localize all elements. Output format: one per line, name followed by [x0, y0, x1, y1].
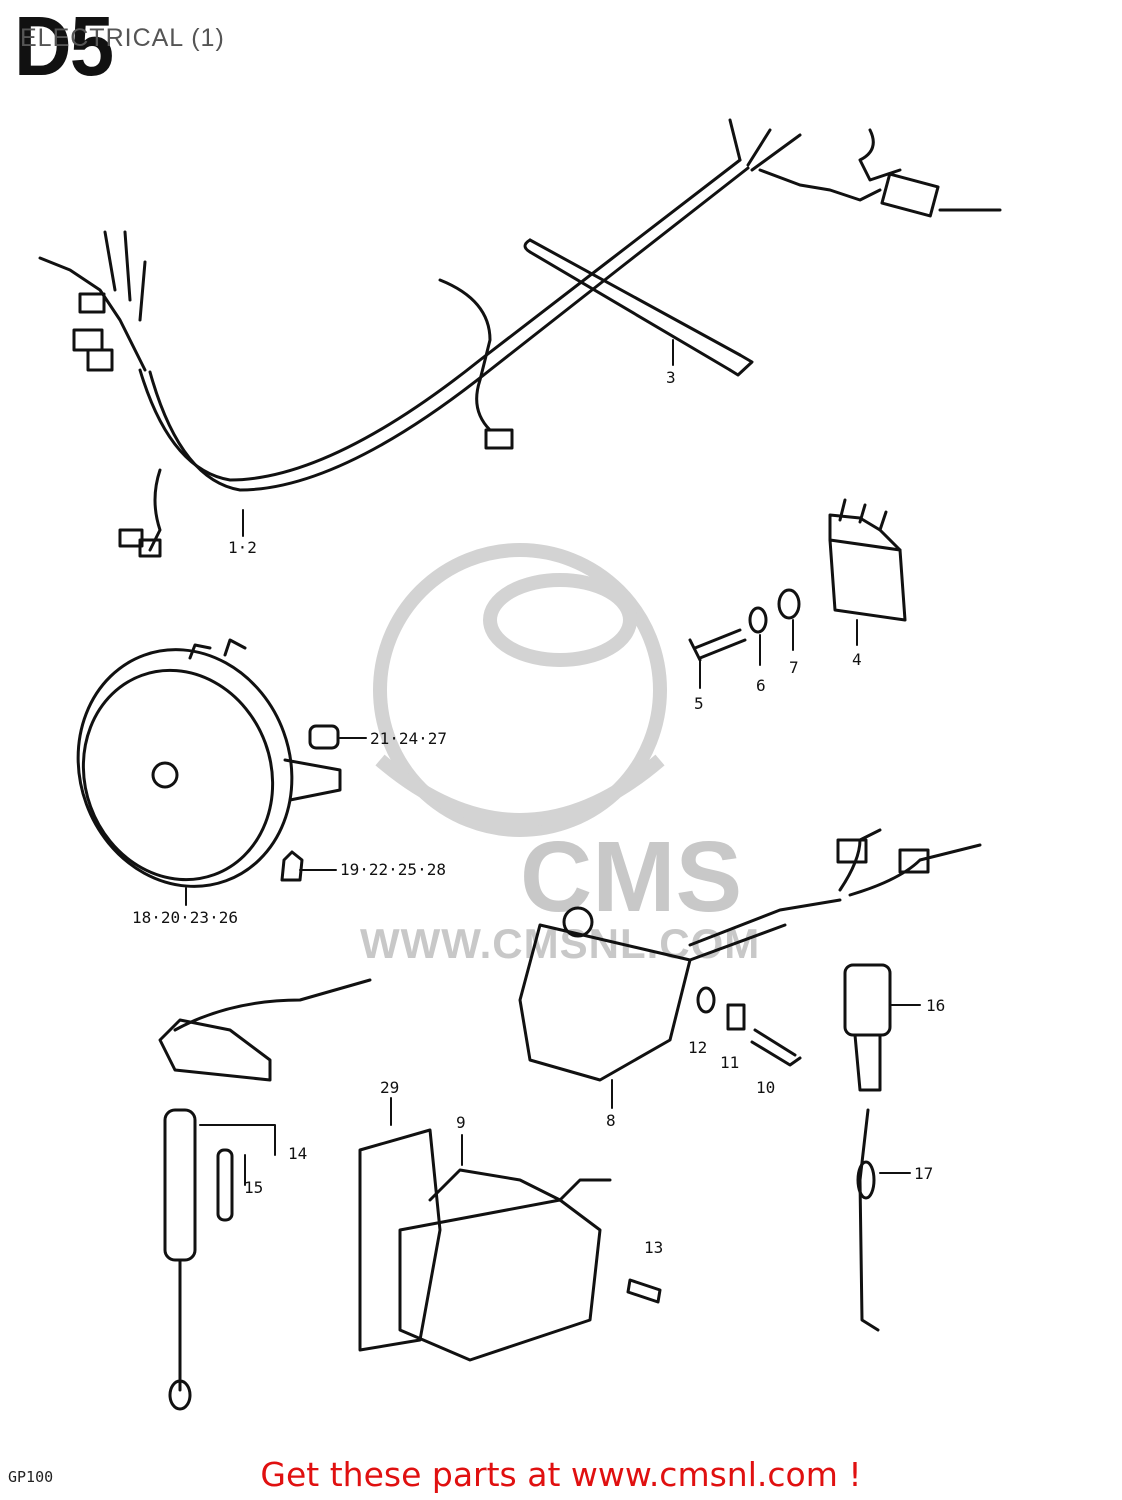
- callout-21-24-27: 21·24·27: [370, 729, 448, 748]
- callout-17: 17: [914, 1164, 934, 1183]
- model-code: GP100: [8, 1468, 54, 1486]
- bolt-small-part: [280, 850, 304, 882]
- callout-8: 8: [606, 1111, 616, 1130]
- switch-part: [843, 963, 892, 1332]
- callout-12: 12: [688, 1038, 708, 1057]
- harness-band-part: [523, 238, 754, 377]
- callout-5: 5: [694, 694, 704, 713]
- callout-7: 7: [789, 658, 799, 677]
- watermark-mascot-logo: [373, 543, 667, 837]
- footer-parts-link[interactable]: Get these parts at www.cmsnl.com !: [260, 1455, 862, 1494]
- callout-19-22-25-28: 19·22·25·28: [340, 860, 446, 879]
- watermark-brand-logo: CMS: [520, 821, 743, 933]
- spring-washer-part: [748, 606, 768, 634]
- callout-13: 13: [644, 1238, 664, 1257]
- horn-part: [76, 638, 342, 888]
- wiring-harness-part: [38, 118, 1002, 558]
- callout-1-2: 1·2: [228, 538, 257, 557]
- ignition-coil-part: [398, 1168, 612, 1362]
- screw-part: [750, 1028, 802, 1067]
- callout-9: 9: [456, 1113, 466, 1132]
- callout-10: 10: [756, 1078, 776, 1097]
- bolt-part: [688, 628, 747, 662]
- callout-4: 4: [852, 650, 862, 669]
- cap-part: [216, 1148, 234, 1222]
- relay-part: [828, 498, 907, 622]
- callout-18-20-23-26: 18·20·23·26: [132, 908, 238, 927]
- page-title: ELECTRICAL (1): [20, 24, 225, 52]
- leader-lines: [185, 339, 921, 1186]
- page-code: D5: [14, 0, 114, 93]
- regulator-part: [518, 828, 982, 1082]
- callout-3: 3: [666, 368, 676, 387]
- callout-6: 6: [756, 676, 766, 695]
- callout-14: 14: [288, 1144, 308, 1163]
- callout-16: 16: [926, 996, 946, 1015]
- condenser-part: [158, 978, 372, 1411]
- bolt-13-part: [626, 1278, 662, 1304]
- lockwasher-part: [696, 986, 716, 1014]
- washer-part: [777, 588, 801, 620]
- callout-15: 15: [244, 1178, 264, 1197]
- spacer-part: [726, 1003, 746, 1031]
- callout-11: 11: [720, 1053, 740, 1072]
- coil-bracket-part: [358, 1128, 442, 1352]
- callout-29: 29: [380, 1078, 400, 1097]
- nut-part: [308, 724, 340, 750]
